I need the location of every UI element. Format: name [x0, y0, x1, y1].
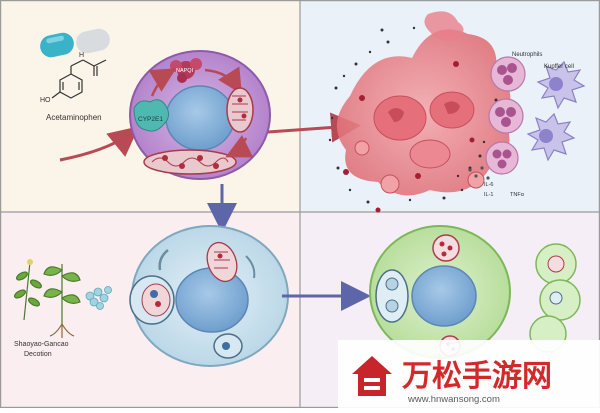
kupffer-cell-icon	[526, 112, 576, 162]
watermark-url-text: www.hnwansong.com	[407, 394, 500, 405]
acetaminophen-structure-icon	[51, 59, 107, 99]
mito-loop-arrow	[225, 134, 254, 158]
mitochondrion-icon	[143, 149, 237, 175]
autophagosome-icon	[129, 275, 175, 325]
napqi-to-mito-arrow	[204, 66, 242, 95]
capsule-icon	[40, 28, 110, 58]
recovering-hepatocyte	[131, 225, 289, 367]
neutrophils-label: Neutrophils	[512, 52, 542, 58]
herb-plant-icon	[13, 259, 43, 321]
regenerated-hepatocyte	[369, 225, 511, 359]
autolysosome-icon	[375, 269, 409, 323]
napqi-label: NAPQI	[176, 68, 194, 74]
autophagosome-icon	[213, 333, 243, 359]
neutrophil-icon	[490, 56, 526, 92]
cyp-to-napqi-arrow	[148, 68, 177, 97]
kupffer-cell-icon	[536, 60, 586, 110]
herb-granules-icon	[85, 286, 112, 310]
drug-name-label: Acetaminophen	[46, 113, 102, 122]
cyp2e1-label: CYP2E1	[138, 116, 163, 123]
herb-label-line2: Decotion	[24, 351, 52, 358]
watermark-logo-icon	[352, 356, 392, 396]
herb-plant-icon	[43, 264, 81, 338]
drug-uptake-arrow	[59, 126, 139, 162]
napqi-metabolite-icon	[170, 58, 202, 83]
necrotic-tissue	[336, 11, 511, 196]
kupffer-label: Kupffer cell	[544, 64, 574, 70]
daughter-cell-icon	[539, 279, 581, 321]
watermark: 万松手游网 www.hnwansong.com	[338, 340, 600, 408]
daughter-cell-icon	[535, 243, 577, 285]
tnf-label: TNFα	[510, 192, 525, 198]
neutrophil-icon	[488, 98, 524, 134]
watermark-brand-text: 万松手游网	[402, 359, 552, 394]
red-cell-markers	[343, 61, 475, 213]
mitochondrion-icon	[226, 87, 254, 133]
chem-label-nh: H	[79, 52, 84, 59]
neutrophil-icon	[485, 141, 519, 175]
mitochondrion-icon	[206, 241, 238, 283]
cyp2e1-enzyme-icon	[133, 99, 170, 132]
cytokine-il1-label: IL-1	[484, 192, 493, 198]
cytokine-il6-label: IL-6	[484, 182, 493, 188]
herb-label-line1: Shaoyao-Gancao	[14, 341, 69, 348]
cytokine-dots	[468, 166, 490, 180]
chem-label-ho: HO	[40, 97, 51, 104]
lysosome-icon	[432, 234, 460, 262]
